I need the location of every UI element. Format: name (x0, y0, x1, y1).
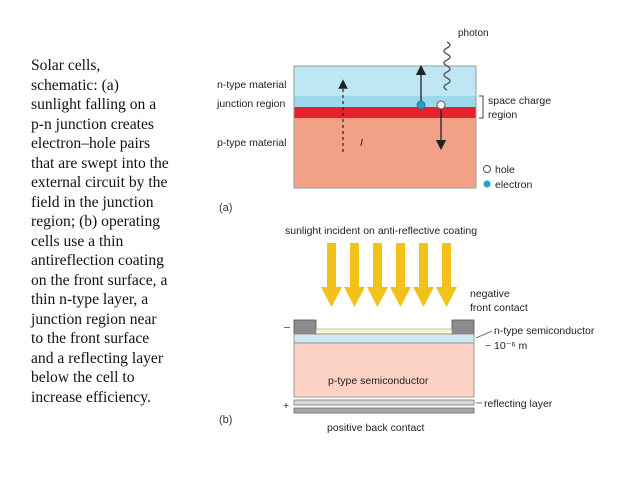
diagram-a-tag: (a) (219, 202, 232, 214)
n-type-leader (475, 330, 493, 339)
anti-reflective-coating (315, 328, 453, 335)
caption-line: sunlight falling on a (31, 96, 157, 113)
junction-label: junction region (216, 98, 285, 110)
caption-line: on the front surface, a (31, 271, 168, 289)
caption-line: Solar cells, (31, 57, 101, 74)
caption-line: cells use a thin (31, 232, 124, 250)
negative-contact-label: negative (470, 288, 510, 300)
legend-hole-icon (483, 165, 491, 173)
sunlight-arrows (321, 243, 457, 307)
caption-line: and a reflecting layer (31, 349, 164, 367)
sunlight-arrow (413, 243, 434, 307)
incident-light-label: sunlight incident on anti-reflective coa… (285, 225, 477, 237)
p-type-bulk (293, 342, 475, 398)
caption-line: p-n junction creates (31, 115, 154, 133)
legend-hole-label: hole (495, 164, 515, 176)
caption-line: electron–hole pairs (31, 135, 151, 152)
n-type-semiconductor-label: n-type semiconductor (494, 325, 595, 337)
caption-line: that are swept into the (31, 154, 169, 172)
n-type-thin-layer (293, 333, 475, 344)
front-contact-left (293, 319, 317, 335)
junction-layer (294, 96, 476, 107)
reflecting-layer (293, 399, 475, 406)
caption-line: field in the junction (31, 193, 154, 211)
reflecting-layer-label: reflecting layer (484, 398, 553, 410)
diagram-b-tag: (b) (219, 414, 232, 426)
caption-line: thin n-type layer, a (31, 291, 149, 308)
n-type-thickness: ~ 10⁻⁶ m (485, 340, 528, 352)
front-contact-right (451, 319, 475, 335)
space-charge-label-2: region (488, 109, 517, 121)
sunlight-arrow (436, 243, 457, 307)
back-contact-label: positive back contact (327, 422, 425, 434)
hole-dot (436, 100, 446, 110)
n-type-label: n-type material (217, 79, 286, 91)
sunlight-arrow (321, 243, 342, 307)
p-type-semiconductor-label: p-type semiconductor (328, 375, 429, 387)
sunlight-arrow (390, 243, 411, 307)
p-type-label: p-type material (217, 137, 286, 149)
caption-line: increase efficiency. (31, 388, 151, 406)
negative-contact-label-2: front contact (470, 302, 528, 314)
caption-line: to the front surface (31, 330, 150, 347)
legend-electron-label: electron (495, 179, 533, 191)
caption-line: region; (b) operating (31, 213, 161, 230)
back-contact (293, 407, 475, 414)
cell-outline (293, 65, 477, 189)
caption-line: junction region near (31, 310, 157, 328)
legend-electron-icon (483, 180, 491, 188)
caption-line: external circuit by the (31, 174, 168, 191)
diagram-a: photon I n-type material junction region… (216, 28, 551, 214)
photon-wave (443, 41, 451, 91)
space-charge-label: space charge (488, 95, 551, 107)
caption-line: antireflection coating (31, 252, 164, 269)
current-label: I (360, 137, 363, 149)
sunlight-arrow (344, 243, 365, 307)
diagram-b: sunlight incident on anti-reflective coa… (219, 225, 595, 434)
photon-label: photon (458, 28, 489, 39)
caption-line: schematic: (a) (31, 76, 119, 94)
junction-field-band (294, 107, 476, 118)
space-charge-bracket (479, 95, 484, 119)
caption-line: below the cell to (31, 369, 135, 386)
electron-dot (416, 100, 426, 110)
positive-terminal: + (283, 400, 289, 412)
n-type-layer (294, 66, 476, 96)
figure-caption: Solar cells, schematic: (a) sunlight fal… (31, 56, 201, 407)
negative-terminal: – (284, 321, 290, 333)
p-type-layer (294, 118, 476, 188)
sunlight-arrow (367, 243, 388, 307)
